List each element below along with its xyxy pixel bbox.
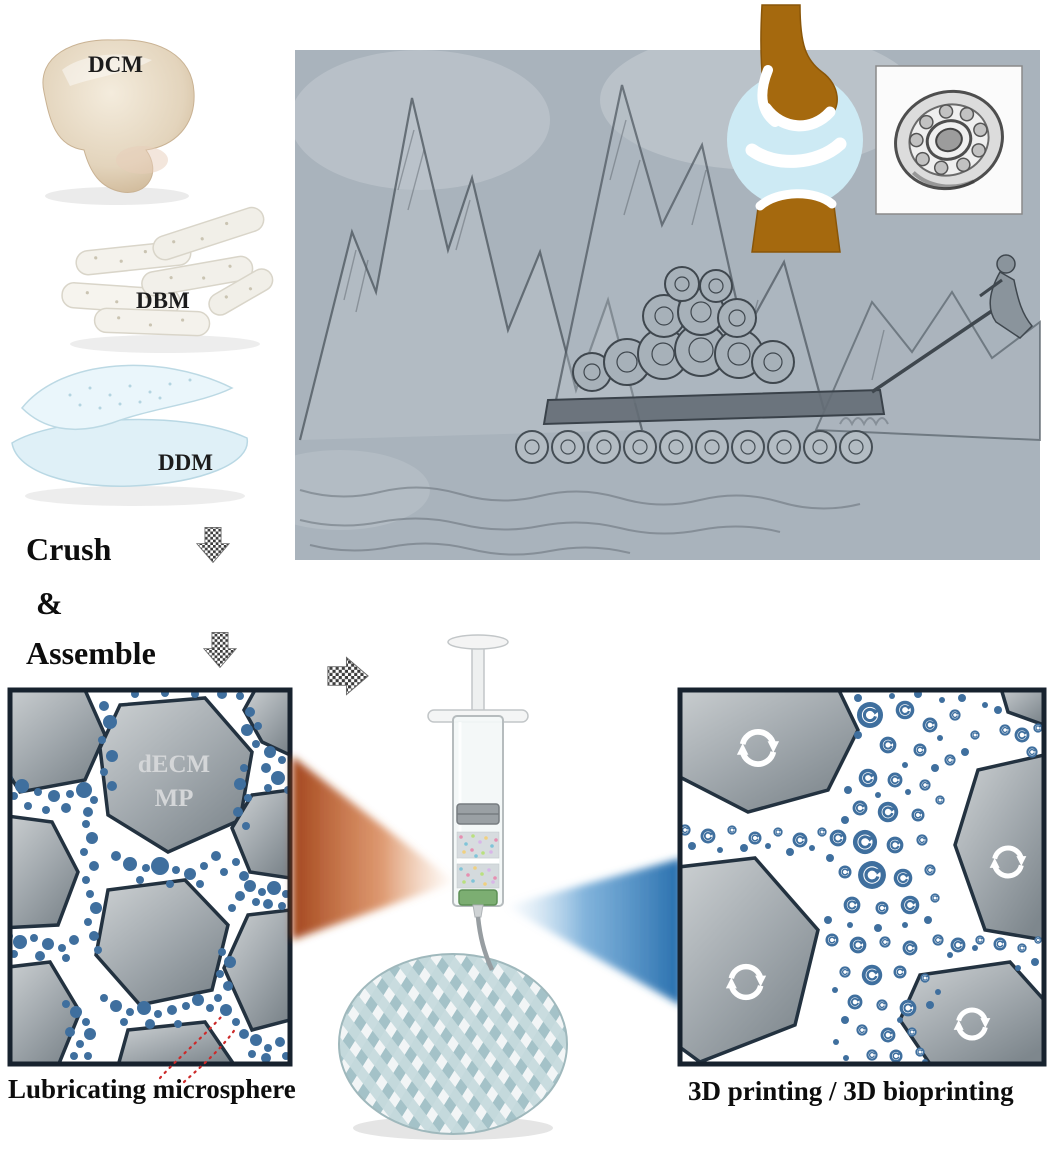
lubricating-microspheres bbox=[10, 690, 290, 1063]
assemble-label: Assemble bbox=[26, 635, 156, 671]
nozzle-collar bbox=[458, 889, 498, 906]
small-microspheres-right bbox=[688, 690, 1039, 1064]
orange-extrusion-cone bbox=[292, 756, 455, 940]
log-pile bbox=[572, 266, 795, 392]
plunger-thumb-rest bbox=[447, 634, 509, 650]
ddm-photo bbox=[11, 364, 248, 506]
left-panel-microsphere-schematic: dECM MP bbox=[7, 687, 293, 1067]
condyle-cartilage bbox=[760, 102, 836, 132]
lubricating-caption: Lubricating microsphere bbox=[8, 1074, 296, 1104]
log-pile-rings bbox=[583, 276, 783, 381]
printing-caption: 3D printing / 3D bioprinting bbox=[688, 1076, 1014, 1106]
roller-logs bbox=[515, 430, 873, 464]
plunger-rod bbox=[471, 641, 485, 713]
decm-paste-band-1 bbox=[456, 831, 500, 859]
ddm-label: DDM bbox=[158, 450, 213, 475]
left-panel-border bbox=[7, 687, 293, 1067]
needle bbox=[475, 916, 495, 971]
red-annotation-lines bbox=[158, 1014, 238, 1084]
lever-pole bbox=[871, 298, 1009, 394]
right-panel-printing-schematic bbox=[677, 687, 1047, 1067]
needle-hub bbox=[472, 904, 484, 918]
decm-paste-band-2 bbox=[456, 863, 500, 889]
water-lines bbox=[299, 417, 889, 556]
dcm-photo bbox=[42, 39, 195, 205]
syringe-illustration bbox=[427, 634, 529, 971]
decm-mp-label-2: MP bbox=[155, 785, 194, 812]
bearing-balls bbox=[909, 104, 988, 176]
tibia-cartilage bbox=[755, 189, 837, 211]
down-arrow-icon bbox=[196, 527, 230, 563]
worker-figure bbox=[979, 254, 1034, 339]
knee-joint-illustration bbox=[727, 4, 863, 253]
decm-particles-right bbox=[680, 690, 1044, 1064]
right-panel-border bbox=[677, 687, 1047, 1067]
ampersand-label: & bbox=[36, 585, 63, 621]
mountains-center bbox=[554, 84, 826, 411]
dbm-label: DBM bbox=[136, 288, 190, 313]
ddm-pores bbox=[68, 378, 192, 410]
right-arrow-icon bbox=[327, 656, 369, 696]
decm-mp-label-1: dECM bbox=[138, 751, 210, 778]
decm-particles bbox=[10, 690, 290, 1064]
meniscus-cartilage bbox=[745, 137, 847, 168]
dbm-photo bbox=[61, 206, 274, 353]
down-arrow-icon-2 bbox=[203, 632, 237, 668]
ball-bearing-inset bbox=[875, 65, 1023, 215]
blue-extrusion-cone bbox=[505, 858, 682, 1006]
dcm-label: DCM bbox=[88, 52, 143, 77]
crush-label: Crush bbox=[26, 531, 112, 567]
log-transport-sketch bbox=[299, 254, 1034, 556]
